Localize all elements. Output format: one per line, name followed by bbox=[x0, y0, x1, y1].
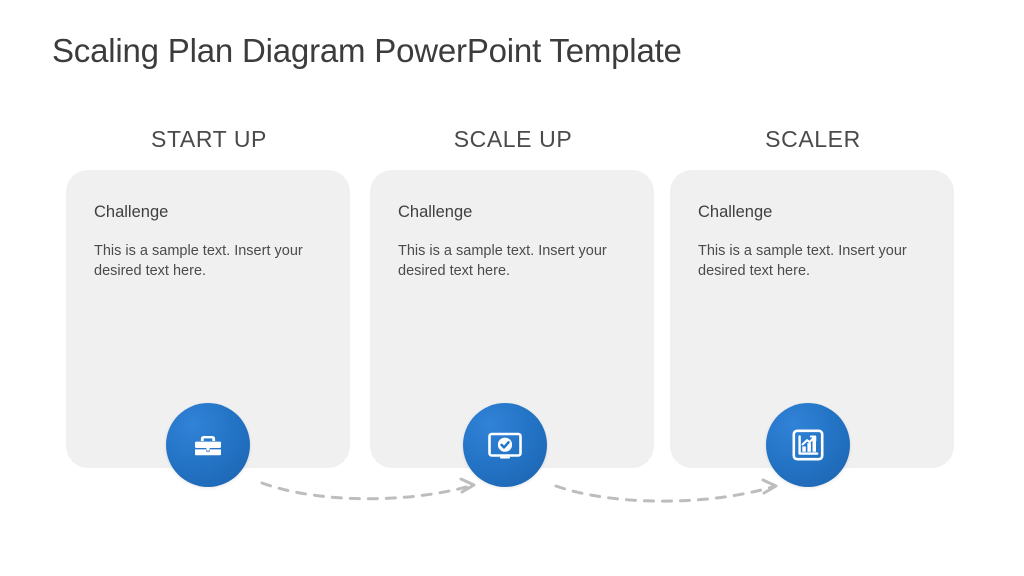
stage-icon-badge-scaler[interactable] bbox=[766, 403, 850, 487]
card-heading: Challenge bbox=[94, 203, 169, 221]
arrow-startup-to-scaleup bbox=[260, 477, 476, 501]
card-heading: Challenge bbox=[698, 203, 773, 221]
stage-icon-badge-start-up[interactable] bbox=[166, 403, 250, 487]
briefcase-icon bbox=[188, 425, 228, 465]
arrow-scaleup-to-scaler bbox=[554, 478, 778, 503]
bar-chart-growth-icon bbox=[788, 425, 828, 465]
card-body-text: This is a sample text. Insert your desir… bbox=[698, 243, 907, 279]
stage-heading-start-up: START UP bbox=[151, 126, 267, 152]
stage-heading-scale-up: SCALE UP bbox=[453, 126, 573, 152]
card-heading: Challenge bbox=[398, 203, 473, 221]
monitor-check-icon bbox=[484, 425, 526, 465]
stage-heading-scaler: SCALER bbox=[765, 126, 861, 152]
card-body-text: This is a sample text. Insert your desir… bbox=[398, 243, 607, 279]
card-body-text: This is a sample text. Insert your desir… bbox=[94, 243, 303, 279]
page-title: Scaling Plan Diagram PowerPoint Template bbox=[52, 32, 682, 69]
stage-icon-badge-scale-up[interactable] bbox=[463, 403, 547, 487]
